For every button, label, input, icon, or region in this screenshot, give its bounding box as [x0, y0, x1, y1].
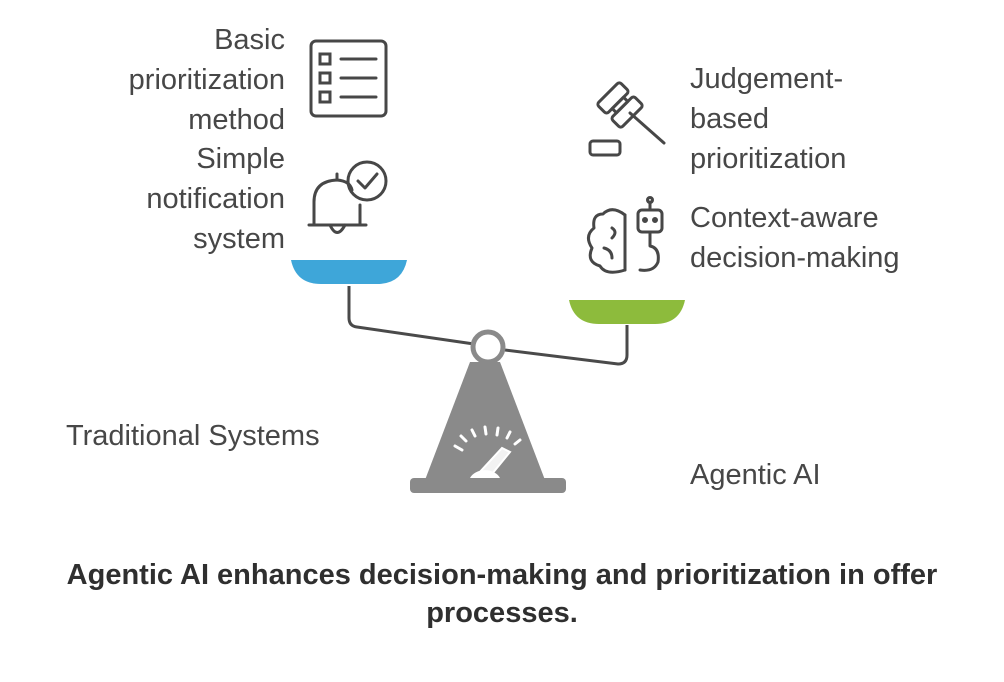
gauge-ticks — [453, 425, 522, 452]
text-line: system — [193, 223, 285, 255]
caption-line-2: processes. — [426, 597, 578, 629]
traditional-systems-label: Traditional Systems — [66, 420, 320, 452]
brain-robot-icon — [587, 196, 664, 274]
right-item-2-text: Context-aware decision-making — [690, 198, 900, 278]
right-item-1-text: Judgement- based prioritization — [690, 59, 846, 179]
text-line: based — [690, 103, 770, 135]
gavel-icon — [588, 81, 666, 157]
text-line: decision-making — [690, 242, 900, 274]
scale-stand — [410, 362, 566, 493]
scale-pivot — [470, 329, 506, 365]
text-line: Simple — [196, 143, 285, 175]
agentic-ai-label: Agentic AI — [690, 459, 821, 491]
left-pan — [291, 260, 407, 284]
scale-beam — [347, 286, 629, 366]
text-line: notification — [146, 183, 285, 215]
right-pan — [569, 300, 685, 324]
left-item-2-text: Simple notification system — [146, 139, 285, 259]
left-item-1-text: Basic prioritization method — [129, 20, 285, 140]
diagram-caption: Agentic AI enhances decision-making and … — [0, 556, 1004, 632]
bell-check-icon — [307, 160, 388, 234]
text-line: Context-aware — [690, 202, 879, 234]
text-line: method — [188, 104, 285, 136]
text-line: prioritization — [128, 64, 285, 96]
caption-line-1: Agentic AI enhances decision-making and … — [66, 559, 938, 591]
text-line: prioritization — [690, 143, 847, 175]
text-line: Basic — [214, 24, 285, 56]
gauge-needle — [470, 446, 512, 478]
checklist-icon — [309, 39, 388, 118]
text-line: Judgement- — [690, 63, 844, 95]
